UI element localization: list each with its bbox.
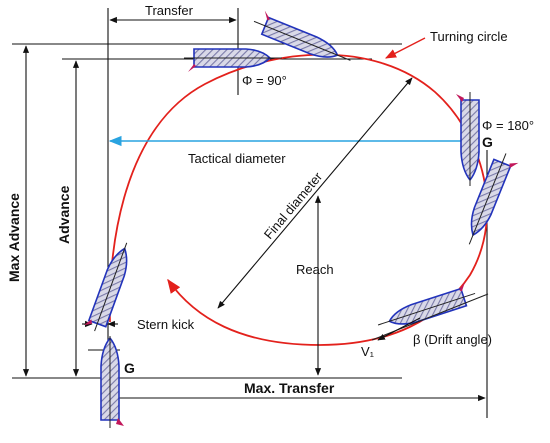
ship-phi-180 [456, 92, 480, 186]
velocity-vector [377, 317, 421, 341]
phi-180-label: Φ = 180° [482, 118, 534, 133]
transfer-label: Transfer [145, 3, 194, 18]
ship-right-lower [468, 153, 519, 245]
final-diameter-arrow [217, 77, 413, 309]
drift-heading-line [371, 293, 489, 341]
reach-label: Reach [296, 262, 334, 277]
ship-drift [377, 281, 476, 326]
turning-circle-pointer [385, 37, 426, 59]
ship-start [100, 336, 124, 428]
velocity-label: V₁ [361, 344, 375, 359]
g-bottom-label: G [124, 360, 135, 376]
turning-circle-label: Turning circle [430, 29, 508, 44]
ship-top-right [253, 10, 351, 61]
advance-label: Advance [56, 185, 72, 244]
stern-kick-label: Stern kick [137, 317, 195, 332]
ship-stern-kick [83, 242, 128, 332]
ship-phi-90 [184, 48, 282, 72]
tactical-diameter-label: Tactical diameter [188, 151, 286, 166]
final-diameter-label: Final diameter [261, 169, 326, 242]
phi-90-label: Φ = 90° [242, 73, 287, 88]
max-advance-label: Max Advance [6, 193, 22, 282]
drift-angle-label: β (Drift angle) [413, 332, 492, 347]
max-transfer-label: Max. Transfer [244, 380, 335, 396]
g-top-label: G [482, 134, 493, 150]
